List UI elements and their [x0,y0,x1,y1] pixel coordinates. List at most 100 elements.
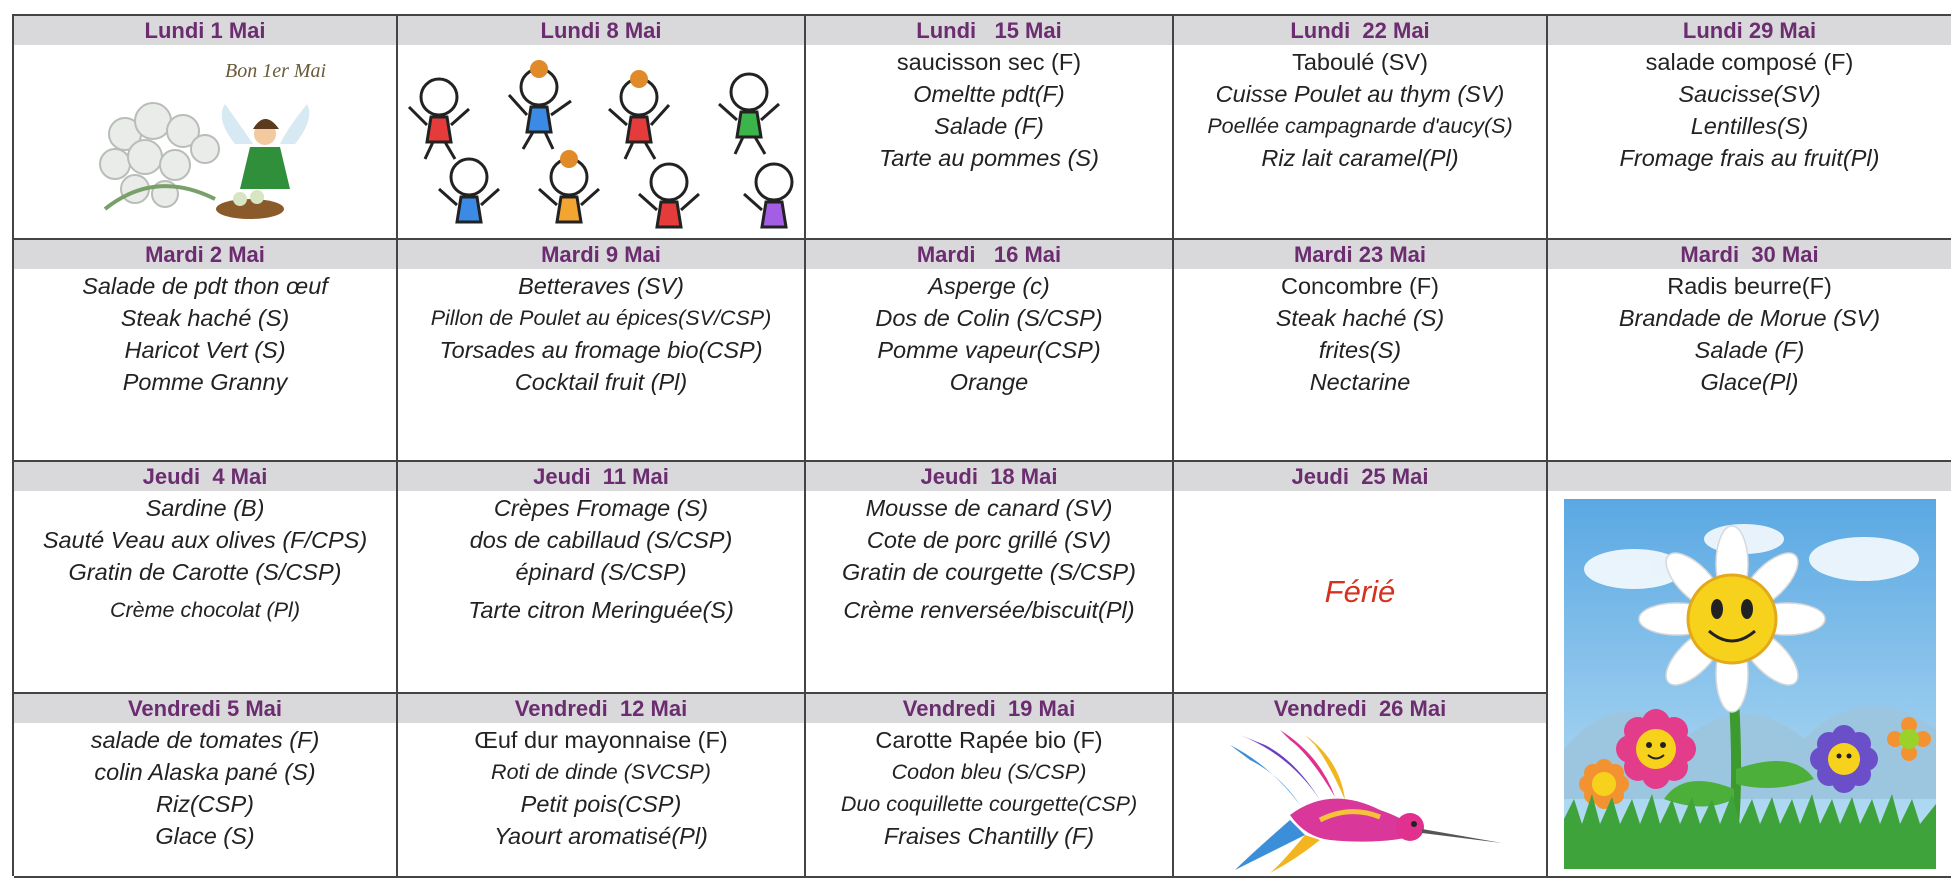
menu-item: Orange [949,369,1029,395]
menu-item: Gratin de Carotte (S/CSP) [68,559,342,585]
dancing-children-image [398,45,804,238]
menu-item: frites(S) [1318,337,1402,363]
day-header: Lundi 15 Mai [806,16,1172,45]
menu-item: Fraises Chantilly (F) [883,823,1095,849]
menu-item: Haricot Vert (S) [124,337,286,363]
menu-item: Salade de pdt thon œuf [82,273,328,299]
menu-item: Tarte au pommes (S) [879,145,1099,171]
day-cell-mardi-2: Mardi 2 Mai Salade de pdt thon œuf Steak… [14,240,398,462]
menu-list: Betteraves (SV) Pillon de Poulet au épic… [398,269,804,398]
menu-item: Poellée campagnarde d'aucy(S) [1207,114,1513,138]
menu-item: Betteraves (SV) [518,273,684,299]
menu-item: Cocktail fruit (Pl) [514,369,688,395]
day-cell-mardi-23: Mardi 23 Mai Concombre (F) Steak haché (… [1174,240,1548,462]
menu-item: Concombre (F) [1280,273,1439,299]
day-cell-mardi-16: Mardi 16 Mai Asperge (c) Dos de Colin (S… [806,240,1174,462]
day-cell-lundi-8: Lundi 8 Mai [398,16,806,240]
day-cell-vendredi-12: Vendredi 12 Mai Œuf dur mayonnaise (F) R… [398,694,806,878]
menu-item: Nectarine [1309,369,1411,395]
day-header: Lundi 8 Mai [398,16,804,45]
day-cell-mardi-9: Mardi 9 Mai Betteraves (SV) Pillon de Po… [398,240,806,462]
day-cell-mardi-30: Mardi 30 Mai Radis beurre(F) Brandade de… [1548,240,1951,462]
day-cell-jeudi-18: Jeudi 18 Mai Mousse de canard (SV) Cote … [806,462,1174,694]
day-cell-lundi-29: Lundi 29 Mai salade composé (F) Saucisse… [1548,16,1951,240]
day-header: Mardi 30 Mai [1548,240,1951,269]
menu-list: Carotte Rapée bio (F) Codon bleu (S/CSP)… [806,723,1172,852]
day-cell-jeudi-25: Jeudi 25 Mai Férié [1174,462,1548,694]
menu-item: Glace (S) [155,823,255,849]
day-header: Lundi 22 Mai [1174,16,1546,45]
day-header: Vendredi 12 Mai [398,694,804,723]
menu-item: Radis beurre(F) [1667,273,1832,299]
menu-item: Riz lait caramel(Pl) [1261,145,1459,171]
menu-item: Sauté Veau aux olives (F/CPS) [42,527,368,553]
menu-item: Crème renversée/biscuit(Pl) [843,597,1135,623]
menu-item: Pillon de Poulet au épices(SV/CSP) [430,306,772,330]
menu-item: Cote de porc grillé (SV) [866,527,1112,553]
day-header: Jeudi 4 Mai [14,462,396,491]
menu-item: Torsades au fromage bio(CSP) [439,337,763,363]
menu-item: Asperge (c) [928,273,1050,299]
menu-item: colin Alaska pané (S) [94,759,316,785]
menu-list: Concombre (F) Steak haché (S) frites(S) … [1174,269,1546,398]
menu-item: Riz(CSP) [156,791,254,817]
weekly-menu-grid: Lundi 1 Mai Bon 1er Mai Lundi 8 Ma [12,14,1951,878]
menu-item: Duo coquillette courgette(CSP) [840,792,1138,816]
day-cell-vendredi-26: Vendredi 26 Mai [1174,694,1548,878]
menu-item: Mousse de canard (SV) [865,495,1113,521]
day-header: Mardi 23 Mai [1174,240,1546,269]
hummingbird-image [1174,723,1546,876]
lily-of-the-valley-fairy-image: Bon 1er Mai [14,45,396,238]
flowers-cell [1548,462,1951,878]
menu-item: Salade (F) [1694,337,1805,363]
day-header: Lundi 1 Mai [14,16,396,45]
menu-item: Steak haché (S) [120,305,290,331]
menu-list: Mousse de canard (SV) Cote de porc grill… [806,491,1172,626]
menu-item: Tarte citron Meringuée(S) [468,597,734,623]
day-header: Mardi 9 Mai [398,240,804,269]
smiling-flowers-image [1548,491,1951,876]
menu-list: Sardine (B) Sauté Veau aux olives (F/CPS… [14,491,396,626]
menu-list: Taboulé (SV) Cuisse Poulet au thym (SV) … [1174,45,1546,174]
menu-list: Crèpes Fromage (S) dos de cabillaud (S/C… [398,491,804,626]
menu-item: Dos de Colin (S/CSP) [875,305,1103,331]
menu-item: Gratin de courgette (S/CSP) [842,559,1136,585]
menu-list: saucisson sec (F) Omeltte pdt(F) Salade … [806,45,1172,174]
menu-item: Cuisse Poulet au thym (SV) [1215,81,1505,107]
day-header: Mardi 2 Mai [14,240,396,269]
day-header: Jeudi 18 Mai [806,462,1172,491]
menu-item: Lentilles(S) [1690,113,1809,139]
menu-item: salade de tomates (F) [90,727,320,753]
day-header: Mardi 16 Mai [806,240,1172,269]
menu-item: épinard (S/CSP) [515,559,687,585]
day-cell-vendredi-19: Vendredi 19 Mai Carotte Rapée bio (F) Co… [806,694,1174,878]
menu-list: salade de tomates (F) colin Alaska pané … [14,723,396,852]
menu-list: Radis beurre(F) Brandade de Morue (SV) S… [1548,269,1951,398]
menu-item: dos de cabillaud (S/CSP) [469,527,733,553]
menu-item: Saucisse(SV) [1678,81,1821,107]
menu-item: Œuf dur mayonnaise (F) [474,727,728,753]
day-header: Lundi 29 Mai [1548,16,1951,45]
menu-item: Sardine (B) [145,495,265,521]
menu-item: Roti de dinde (SVCSP) [491,760,711,784]
day-cell-jeudi-4: Jeudi 4 Mai Sardine (B) Sauté Veau aux o… [14,462,398,694]
menu-item: Taboulé (SV) [1292,49,1428,75]
menu-item: Pomme Granny [122,369,288,395]
menu-item: Fromage frais au fruit(Pl) [1619,145,1880,171]
day-cell-jeudi-11: Jeudi 11 Mai Crèpes Fromage (S) dos de c… [398,462,806,694]
menu-item: Petit pois(CSP) [520,791,682,817]
day-header: Jeudi 11 Mai [398,462,804,491]
menu-item: Salade (F) [934,113,1044,139]
menu-item: Yaourt aromatisé(Pl) [494,823,708,849]
menu-item: Pomme vapeur(CSP) [877,337,1101,363]
menu-list: Asperge (c) Dos de Colin (S/CSP) Pomme v… [806,269,1172,398]
menu-item: saucisson sec (F) [896,49,1082,75]
menu-item: Glace(Pl) [1700,369,1799,395]
menu-item: Crème chocolat (Pl) [110,598,300,622]
menu-item: salade composé (F) [1645,49,1854,75]
menu-list: Œuf dur mayonnaise (F) Roti de dinde (SV… [398,723,804,852]
day-header: Vendredi 5 Mai [14,694,396,723]
holiday-label: Férié [1324,573,1396,609]
empty-header [1548,462,1951,491]
day-cell-lundi-1: Lundi 1 Mai Bon 1er Mai [14,16,398,240]
